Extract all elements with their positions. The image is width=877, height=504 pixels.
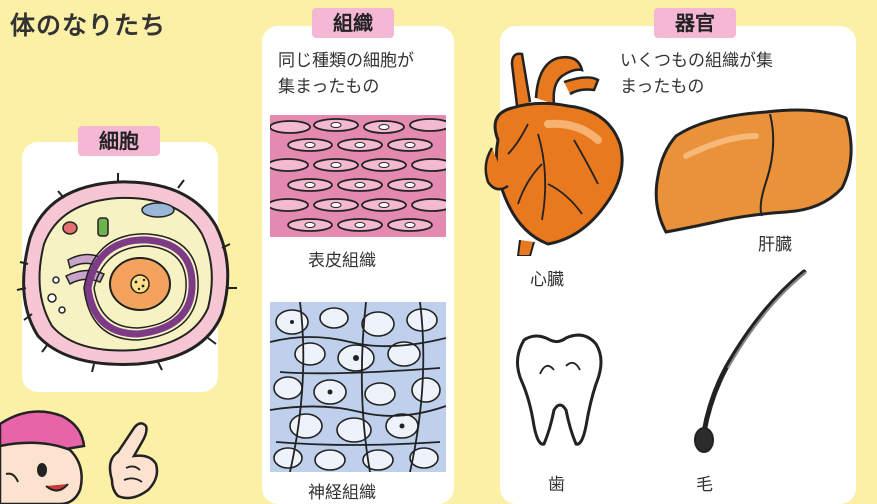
tooth-image [510, 330, 606, 448]
epidermal-tissue-image [270, 115, 446, 237]
heart-image [478, 44, 628, 256]
tissue-description-line1: 同じ種類の細胞が [278, 48, 414, 74]
character-illustration [0, 410, 180, 504]
tooth-label: 歯 [548, 470, 565, 495]
liver-image [646, 96, 856, 236]
nerve-tissue-image [270, 302, 446, 472]
cell-illustration [8, 168, 240, 376]
hair-image [680, 268, 810, 454]
organ-badge: 器官 [654, 8, 736, 38]
liver-label: 肝臓 [758, 230, 792, 255]
page-title: 体のなりたち [10, 6, 166, 42]
tissue-badge: 組織 [312, 8, 394, 38]
cell-badge: 細胞 [78, 126, 160, 156]
organ-description-line1: いくつもの組織が集 [620, 48, 773, 74]
heart-label: 心臓 [530, 265, 564, 290]
tissue-description-line2: 集まったもの [278, 74, 379, 100]
epidermal-tissue-label: 表皮組織 [308, 246, 376, 271]
hair-label: 毛 [696, 470, 713, 495]
nerve-tissue-label: 神経組織 [308, 478, 376, 503]
